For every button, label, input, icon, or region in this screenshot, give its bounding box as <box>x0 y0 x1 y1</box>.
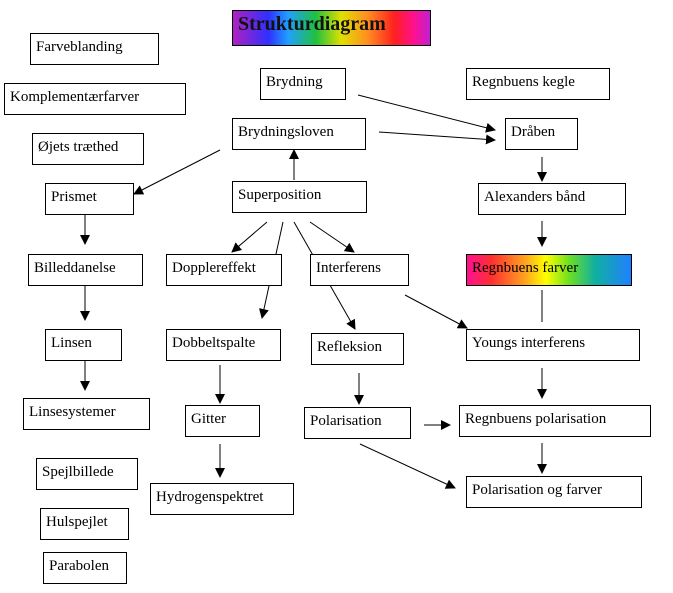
node-regnbuens-polarisation[interactable]: Regnbuens polarisation <box>459 405 651 437</box>
diagram-title: Strukturdiagram <box>232 10 431 46</box>
node-hydrogenspektret[interactable]: Hydrogenspektret <box>150 483 294 515</box>
node-prismet[interactable]: Prismet <box>45 183 134 215</box>
edge-polarisation-polfarver <box>359 443 456 489</box>
node-regnbuens-farver[interactable]: Regnbuens farver <box>466 254 632 286</box>
node-ojets-traethed[interactable]: Øjets træthed <box>32 133 144 165</box>
node-parabolen[interactable]: Parabolen <box>43 552 127 584</box>
node-dopplereffekt[interactable]: Dopplereffekt <box>166 254 282 286</box>
node-polarisation[interactable]: Polarisation <box>304 407 411 439</box>
node-farveblanding[interactable]: Farveblanding <box>30 33 159 65</box>
node-gitter[interactable]: Gitter <box>185 405 260 437</box>
node-spejlbillede[interactable]: Spejlbillede <box>36 458 138 490</box>
node-brydning[interactable]: Brydning <box>260 68 346 100</box>
node-hulspejlet[interactable]: Hulspejlet <box>40 508 129 540</box>
edge-brydningsloven-prismet <box>133 149 221 195</box>
node-superposition[interactable]: Superposition <box>232 181 367 213</box>
edge-brydning-draaben <box>357 94 496 133</box>
node-brydningsloven[interactable]: Brydningsloven <box>232 118 366 150</box>
node-linsen[interactable]: Linsen <box>45 329 122 361</box>
node-billeddannelse[interactable]: Billeddanelse <box>28 254 143 286</box>
node-dobbeltspalte[interactable]: Dobbeltspalte <box>166 329 281 361</box>
node-draaben[interactable]: Dråben <box>505 118 578 150</box>
edge-superposition-interferens <box>309 221 355 253</box>
node-komplementaerfarver[interactable]: Komplementærfarver <box>4 83 186 115</box>
edge-interferens-youngs <box>404 294 468 329</box>
node-polarisation-og-farver[interactable]: Polarisation og farver <box>466 476 642 508</box>
edge-superposition-dopplereffekt <box>231 221 268 253</box>
edge-brydningsloven-draaben <box>378 131 496 145</box>
node-interferens[interactable]: Interferens <box>310 254 409 286</box>
node-youngs-interferens[interactable]: Youngs interferens <box>466 329 640 361</box>
node-refleksion[interactable]: Refleksion <box>311 333 404 365</box>
node-regnbuens-kegle[interactable]: Regnbuens kegle <box>466 68 610 100</box>
node-linsesystemer[interactable]: Linsesystemer <box>23 398 150 430</box>
node-alexanders-baand[interactable]: Alexanders bånd <box>478 183 626 215</box>
